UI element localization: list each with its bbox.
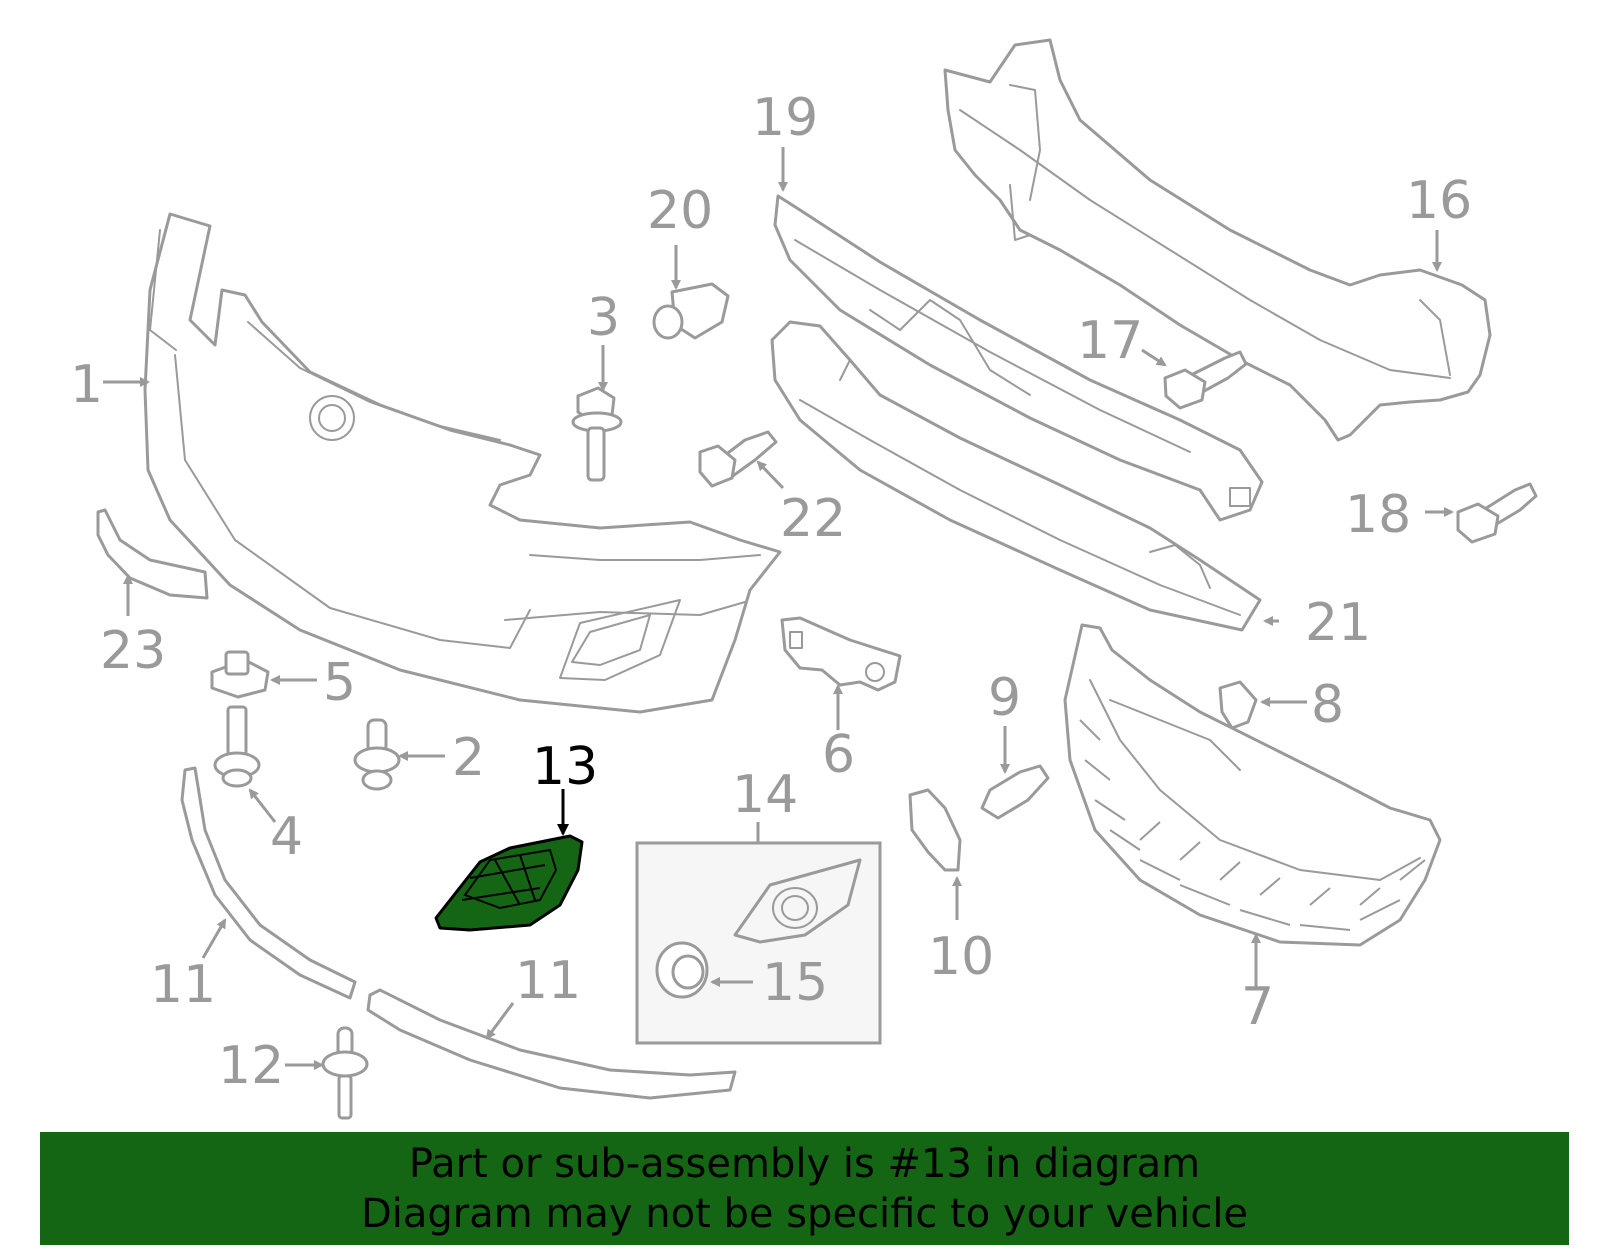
callout-9: 9 xyxy=(988,668,1021,728)
part-13-fog-lamp-bezel xyxy=(434,834,584,932)
part-2-push-pin xyxy=(353,718,401,791)
callout-20: 20 xyxy=(647,181,713,241)
footer-line-2: Diagram may not be specific to your vehi… xyxy=(360,1190,1249,1237)
callout-14: 14 xyxy=(732,765,798,825)
callout-6: 6 xyxy=(822,725,855,785)
footer-line-1: Part or sub-assembly is #13 in diagram xyxy=(408,1140,1201,1187)
part-21-absorber-lower xyxy=(770,320,1262,632)
callout-15: 15 xyxy=(762,953,828,1013)
callout-3: 3 xyxy=(587,288,620,348)
callout-18: 18 xyxy=(1345,485,1411,545)
part-3-bolt xyxy=(571,386,623,482)
part-4-bolt xyxy=(213,705,261,788)
callout-2: 2 xyxy=(452,728,485,788)
part-19-energy-absorber xyxy=(773,194,1264,522)
part-22-bolt xyxy=(698,430,778,488)
callout-11a: 11 xyxy=(150,955,216,1015)
callout-13: 13 xyxy=(532,737,598,797)
callout-1: 1 xyxy=(70,355,103,415)
part-9-clip xyxy=(980,764,1050,820)
part-11-molding-left xyxy=(180,766,357,1000)
callout-4: 4 xyxy=(270,807,303,867)
part-12-rivet xyxy=(321,1026,369,1120)
callout-17: 17 xyxy=(1077,311,1143,371)
part-5-clip-nut xyxy=(210,650,270,699)
part-11-molding-right xyxy=(366,988,737,1100)
part-18-bolt xyxy=(1456,482,1538,544)
callout-labels: 1 2 3 4 5 6 7 8 9 10 11 11 12 13 14 15 1… xyxy=(70,88,1472,1096)
part-16-bumper-reinforcement xyxy=(943,38,1492,442)
callout-19: 19 xyxy=(752,88,818,148)
callout-8: 8 xyxy=(1311,675,1344,735)
callout-12: 12 xyxy=(218,1036,284,1096)
callout-23: 23 xyxy=(100,621,166,681)
part-17-bolt xyxy=(1163,350,1248,410)
callout-arrows xyxy=(103,147,1454,1070)
part-6-bracket xyxy=(780,616,902,692)
callout-21: 21 xyxy=(1305,593,1371,653)
callout-5: 5 xyxy=(323,653,356,713)
footer-banner: Part or sub-assembly is #13 in diagram D… xyxy=(40,1132,1569,1245)
callout-11b: 11 xyxy=(515,951,581,1011)
callout-22: 22 xyxy=(780,489,846,549)
part-1-bumper-cover xyxy=(143,212,782,714)
part-15-fog-lamp xyxy=(655,941,709,999)
callout-10: 10 xyxy=(928,927,994,987)
part-20-clip xyxy=(652,282,730,340)
part-23-reflector-strip xyxy=(96,508,209,600)
callout-16: 16 xyxy=(1406,171,1472,231)
part-8-clip xyxy=(1218,680,1258,730)
callout-7: 7 xyxy=(1241,977,1274,1037)
part-10-bracket xyxy=(908,788,962,872)
part-7-grille xyxy=(1063,623,1442,947)
